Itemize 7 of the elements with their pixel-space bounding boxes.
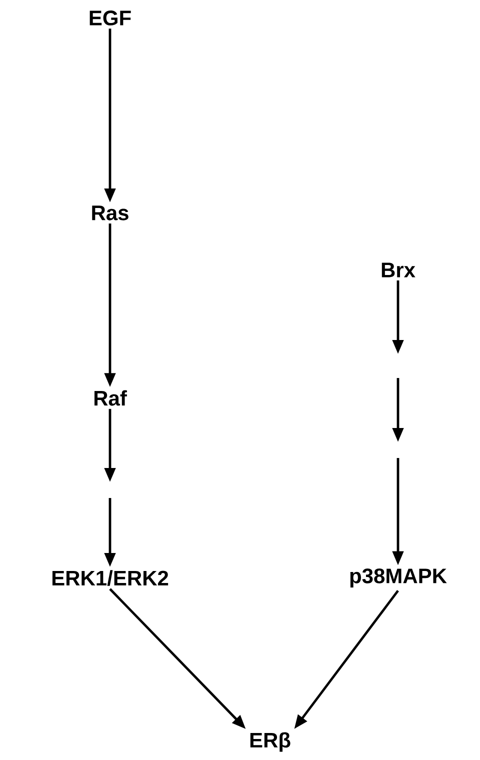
pathway-label: Brx [382, 262, 416, 278]
pathway-label: p38MAPK [350, 568, 447, 588]
pathway-label: ERβ [250, 732, 290, 752]
pathway-label: ERK1/ERK2 [52, 570, 168, 586]
pathway-label: EGF [90, 10, 131, 26]
pathway-label: Raf [94, 390, 127, 406]
pathway-label: Ras [92, 206, 128, 220]
